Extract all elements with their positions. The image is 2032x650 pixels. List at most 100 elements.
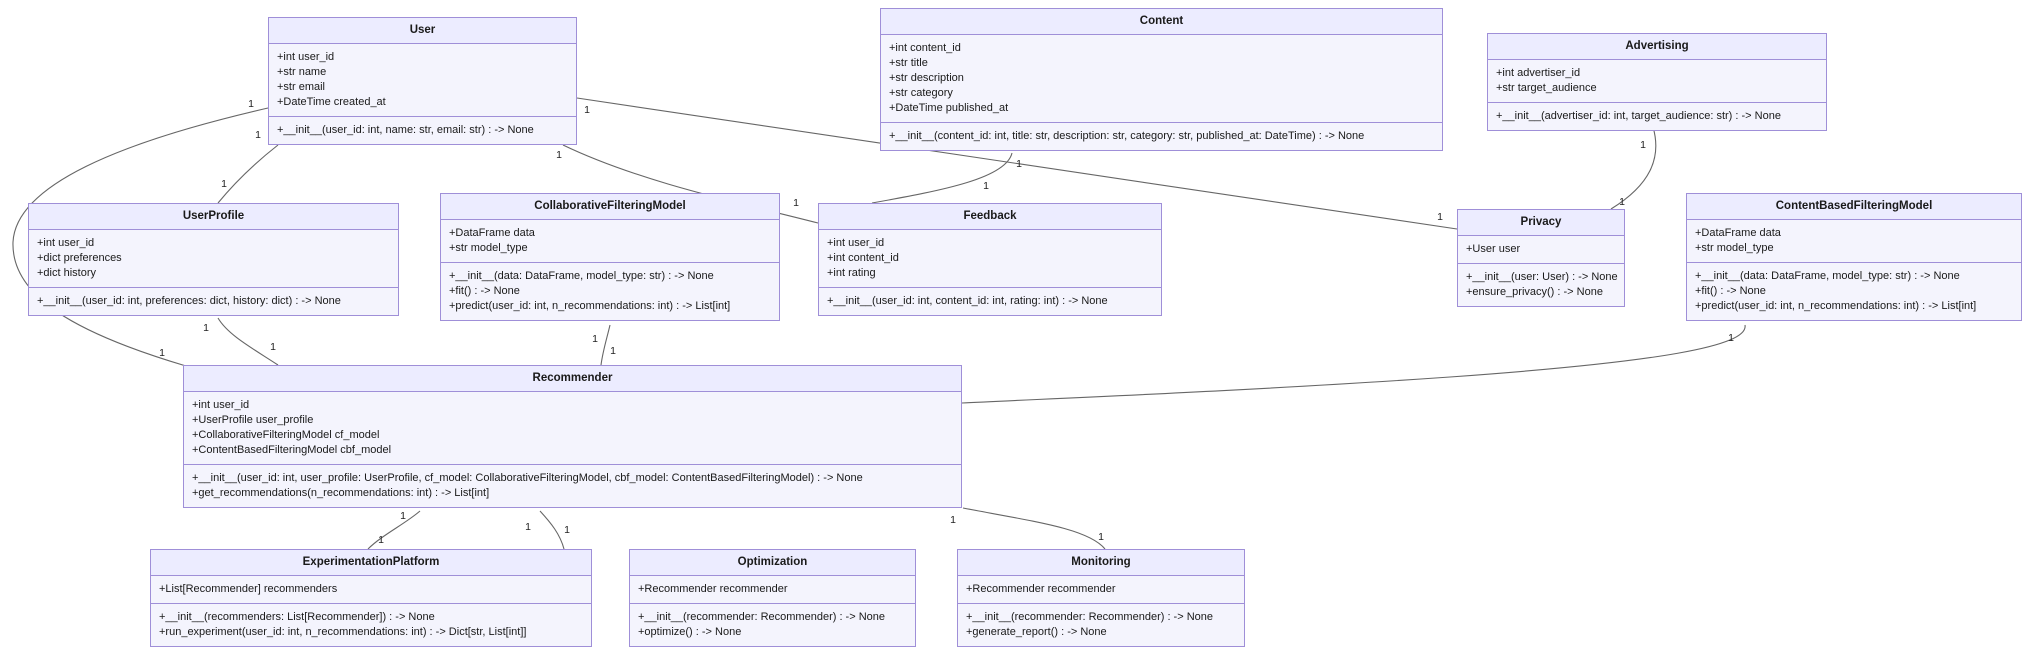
class-method: +__init__(advertiser_id: int, target_aud… bbox=[1496, 110, 1781, 122]
multiplicity-label: 1 bbox=[592, 333, 598, 345]
class-box-user-profile: UserProfile+int user_id+dict preferences… bbox=[28, 203, 399, 316]
class-attribute: +Recommender recommender bbox=[638, 583, 788, 595]
class-method: +__init__(user_id: int, user_profile: Us… bbox=[192, 472, 863, 484]
methods-compartment: +__init__(user_id: int, user_profile: Us… bbox=[184, 464, 961, 507]
class-attribute: +str title bbox=[889, 57, 928, 69]
class-method: +__init__(recommender: Recommender) : ->… bbox=[966, 611, 1214, 623]
edge-advertising--privacy bbox=[1610, 126, 1657, 210]
class-method: +ensure_privacy() : -> None bbox=[1466, 286, 1603, 298]
edge-user-profile--recommender bbox=[217, 317, 279, 366]
class-attribute: +int content_id bbox=[889, 42, 961, 54]
class-method: +__init__(data: DataFrame, model_type: s… bbox=[1695, 270, 1960, 282]
edge-content-based-filtering-model--recommender bbox=[961, 324, 1746, 404]
multiplicity-label: 1 bbox=[270, 341, 276, 353]
class-method: +predict(user_id: int, n_recommendations… bbox=[1695, 300, 1977, 312]
class-name: Privacy bbox=[1458, 210, 1624, 236]
attributes-compartment: +int advertiser_id +str target_audience bbox=[1488, 60, 1826, 102]
attributes-compartment: +DataFrame data +str model_type bbox=[1687, 220, 2021, 262]
class-name: CollaborativeFilteringModel bbox=[441, 194, 779, 220]
class-name: User bbox=[269, 18, 576, 44]
class-attribute: +int user_id bbox=[277, 51, 335, 63]
edge-recommender--optimization bbox=[539, 510, 565, 550]
attributes-compartment: +int content_id +str title +str descriptio… bbox=[881, 35, 1442, 122]
edge-collaborative-filtering-model--recommender bbox=[600, 324, 611, 366]
multiplicity-label: 1 bbox=[564, 524, 570, 536]
class-method: +fit() : -> None bbox=[449, 285, 520, 297]
attributes-compartment: +int user_id+str name+str email+DateTime… bbox=[269, 44, 576, 116]
class-method: +__init__(data: DataFrame, model_type: s… bbox=[449, 270, 714, 282]
edge-user--feedback bbox=[562, 144, 819, 224]
multiplicity-label: 1 bbox=[950, 514, 956, 526]
edge-content--feedback bbox=[871, 152, 1013, 204]
class-method: +__init__(user_id: int, name: str, email… bbox=[277, 124, 534, 136]
class-attribute: +int rating bbox=[827, 267, 876, 279]
attributes-compartment: +int user_id+dict preferences+dict histo… bbox=[29, 230, 398, 287]
class-box-content-based-filtering-model: ContentBasedFilteringModel+DataFrame dat… bbox=[1686, 193, 2022, 321]
class-box-collaborative-filtering-model: CollaborativeFilteringModel +DataFrame da… bbox=[440, 193, 780, 321]
class-attribute: +DataFrame data bbox=[1695, 227, 1781, 239]
class-attribute: +List[Recommender] recommenders bbox=[159, 583, 338, 595]
attributes-compartment: +int user_id +UserProfile user_profile +Co… bbox=[184, 392, 961, 464]
class-attribute: +UserProfile user_profile bbox=[192, 414, 314, 426]
class-method: +__init__(recommenders: List[Recommender… bbox=[159, 611, 435, 623]
multiplicity-label: 1 bbox=[1098, 531, 1104, 543]
multiplicity-label: 1 bbox=[1437, 211, 1443, 223]
class-name: ExperimentationPlatform bbox=[151, 550, 591, 576]
class-method: +predict(user_id: int, n_recommendations… bbox=[449, 300, 731, 312]
methods-compartment: +__init__(advertiser_id: int, target_aud… bbox=[1488, 102, 1826, 130]
class-name: Recommender bbox=[184, 366, 961, 392]
methods-compartment: +__init__(data: DataFrame, model_type: s… bbox=[1687, 262, 2021, 320]
multiplicity-label: 1 bbox=[255, 129, 261, 141]
class-box-experimentation-platform: ExperimentationPlatform +List[Recommender… bbox=[150, 549, 592, 647]
class-method: +run_experiment(user_id: int, n_recommen… bbox=[159, 626, 527, 638]
class-name: Monitoring bbox=[958, 550, 1244, 576]
class-method: +optimize() : -> None bbox=[638, 626, 742, 638]
class-attribute: +str model_type bbox=[449, 242, 528, 254]
class-attribute: +Recommender recommender bbox=[966, 583, 1116, 595]
class-attribute: +int user_id bbox=[827, 237, 885, 249]
multiplicity-label: 1 bbox=[1640, 139, 1646, 151]
class-attribute: +str target_audience bbox=[1496, 82, 1597, 94]
class-attribute: +str model_type bbox=[1695, 242, 1774, 254]
methods-compartment: +__init__(recommender: Recommender) : ->… bbox=[958, 603, 1244, 646]
class-attribute: +ContentBasedFilteringModel cbf_model bbox=[192, 444, 392, 456]
class-attribute: +int user_id bbox=[192, 399, 250, 411]
multiplicity-label: 1 bbox=[1016, 158, 1022, 170]
multiplicity-label: 1 bbox=[203, 322, 209, 334]
class-name: ContentBasedFilteringModel bbox=[1687, 194, 2021, 220]
methods-compartment: +__init__(user: User) : -> None +ensure_p… bbox=[1458, 263, 1624, 306]
multiplicity-label: 1 bbox=[1728, 332, 1734, 344]
multiplicity-label: 1 bbox=[378, 534, 384, 546]
class-method: +fit() : -> None bbox=[1695, 285, 1766, 297]
class-attribute: +int user_id bbox=[37, 237, 95, 249]
edge-recommender--monitoring bbox=[962, 507, 1106, 550]
methods-compartment: +__init__(user_id: int, name: str, email… bbox=[269, 116, 576, 144]
class-attribute: +int advertiser_id bbox=[1496, 67, 1581, 79]
methods-compartment: +__init__(user_id: int, preferences: dic… bbox=[29, 287, 398, 315]
class-method: +generate_report() : -> None bbox=[966, 626, 1107, 638]
multiplicity-label: 1 bbox=[248, 98, 254, 110]
class-box-user: User+int user_id+str name+str email+Date… bbox=[268, 17, 577, 145]
class-name: Advertising bbox=[1488, 34, 1826, 60]
class-box-recommender: Recommender +int user_id +UserProfile user… bbox=[183, 365, 962, 508]
edge-recommender--experimentation-platform bbox=[367, 510, 421, 550]
methods-compartment: +__init__(user_id: int, content_id: int,… bbox=[819, 287, 1161, 315]
multiplicity-label: 1 bbox=[793, 197, 799, 209]
multiplicity-label: 1 bbox=[159, 347, 165, 359]
class-method: +__init__(user: User) : -> None bbox=[1466, 271, 1618, 283]
class-attribute: +str description bbox=[889, 72, 964, 84]
class-method: +__init__(content_id: int, title: str, d… bbox=[889, 130, 1365, 142]
multiplicity-label: 1 bbox=[221, 178, 227, 190]
class-name: Optimization bbox=[630, 550, 915, 576]
class-attribute: +str category bbox=[889, 87, 953, 99]
class-attribute: +User user bbox=[1466, 243, 1521, 255]
class-box-content: Content+int content_id+str title+str des… bbox=[880, 8, 1443, 151]
class-attribute: +DataFrame data bbox=[449, 227, 535, 239]
multiplicity-label: 1 bbox=[525, 521, 531, 533]
methods-compartment: +__init__(content_id: int, title: str, d… bbox=[881, 122, 1442, 150]
class-attribute: +dict history bbox=[37, 267, 96, 279]
attributes-compartment: +User user bbox=[1458, 236, 1624, 263]
class-method: +__init__(recommender: Recommender) : ->… bbox=[638, 611, 886, 623]
class-attribute: +str email bbox=[277, 81, 325, 93]
class-box-advertising: Advertising +int advertiser_id +str target… bbox=[1487, 33, 1827, 131]
